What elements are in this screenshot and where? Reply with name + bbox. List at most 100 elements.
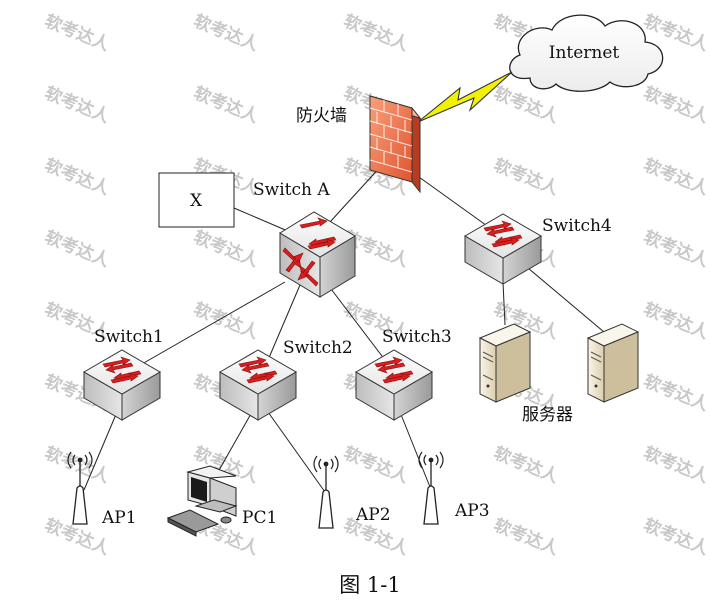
link-x-switch-a [233,207,291,233]
firewall-label: 防火墙 [296,106,347,126]
switch3-top [355,349,433,395]
watermark-text: 软考达人 [491,82,563,127]
pc-base [194,499,238,513]
wifi-waves-icon [418,451,444,469]
link-switch-a-switch3 [327,284,386,361]
watermark-text: 软考达人 [42,154,114,199]
switch3-device: Switch3 [355,327,452,421]
box-x: X [158,172,235,228]
pc-screen [191,477,207,502]
watermark-text: 软考达人 [491,514,563,559]
internet-label: Internet [549,43,620,63]
watermark-text: 软考达人 [42,226,114,271]
firewall-side [411,106,421,194]
pc1-label: PC1 [242,508,277,528]
ap3-device: AP3 [418,451,490,525]
ap3-tip [428,457,434,463]
watermark-text: 软考达人 [42,10,114,55]
watermark-text: 软考达人 [641,370,713,415]
ap2-tip [323,461,329,467]
figure-caption: 图 1-1 [339,573,401,597]
pc-monitor-top [186,465,237,479]
watermark-text: 软考达人 [191,226,263,271]
switch1-device: Switch1 [83,327,164,421]
switch-a-device: Switch A [253,180,356,298]
switch1-label: Switch1 [94,327,164,347]
switch2-top [219,349,297,395]
switch2-label: Switch2 [283,338,353,358]
antenna-icon [423,485,439,525]
wifi-waves-icon [67,451,93,469]
watermark-text: 软考达人 [641,226,713,271]
server-1-led [486,384,490,388]
ap2-label: AP2 [355,505,391,525]
antenna-icon [72,485,88,525]
internet-cloud: Internet [509,14,664,92]
watermark-text: 软考达人 [641,514,713,559]
box-x-frame [158,172,235,228]
switch4-device: Switch4 [464,213,612,285]
server-1-slots [482,351,494,381]
ap3-label: AP3 [454,501,490,521]
watermark-text: 软考达人 [641,82,713,127]
ap2-device: AP2 [313,455,391,529]
watermark-text: 软考达人 [641,154,713,199]
mouse-icon [220,516,232,524]
switch2-device: Switch2 [219,338,353,421]
switch1-arrows-icon [102,356,142,384]
switch3-label: Switch3 [382,327,452,347]
server-2-slots [590,351,602,381]
switch-a-label: Switch A [253,180,330,200]
watermark-text: 软考达人 [491,154,563,199]
wifi-waves-icon [313,455,339,473]
pc1-device: PC1 [166,465,277,537]
switch3-arrows-icon [374,356,414,384]
firewall-brick-icon [369,95,413,183]
watermark-text: 软考达人 [491,442,563,487]
link-switch2-pc1 [217,411,253,473]
link-switch4-server2 [527,267,605,333]
watermark-text: 软考达人 [42,82,114,127]
watermark-text: 软考达人 [191,82,263,127]
watermark-layer: 软考达人软考达人软考达人软考达人软考达人软考达人软考达人软考达人软考达人软考达人… [42,10,713,559]
server-icon [587,337,605,403]
server-1 [478,323,532,403]
servers-label: 服务器 [522,405,573,425]
link-switch1-ap1 [83,411,118,491]
switch1-top [83,349,161,395]
watermark-text: 软考达人 [191,298,263,343]
link-firewall-switch4 [411,171,491,229]
link-switch-a-switch1 [134,281,286,369]
link-switch3-ap3 [399,411,431,488]
lightning-bolt-icon [417,71,513,123]
link-firewall-switch-a [329,164,383,223]
ap1-label: AP1 [101,508,137,528]
firewall-device: 防火墙 [296,95,422,194]
brick-lines [369,100,413,173]
link-switch2-ap2 [267,411,326,493]
ap1-tip [77,457,83,463]
watermark-text: 软考达人 [341,10,413,55]
server-2 [586,323,640,403]
watermark-text: 软考达人 [191,10,263,55]
keyboard-front [167,517,197,537]
link-switch4-server1 [502,281,506,326]
switch2-arrows-icon [238,356,278,384]
watermark-text: 软考达人 [341,442,413,487]
link-switch-a-switch2 [267,284,301,361]
box-x-label: X [190,191,203,211]
ap1-device: AP1 [67,451,137,528]
switch4-label: Switch4 [542,216,612,236]
switch-a-arrows-icon [282,217,337,287]
antenna-icon [318,489,334,529]
switch4-top [464,213,542,259]
server-2-led [594,384,598,388]
watermark-text: 软考达人 [42,442,114,487]
switch-a-top [279,211,356,258]
watermark-text: 软考达人 [641,298,713,343]
server-icon [479,337,497,403]
links [83,164,605,493]
cloud-icon [509,14,664,92]
